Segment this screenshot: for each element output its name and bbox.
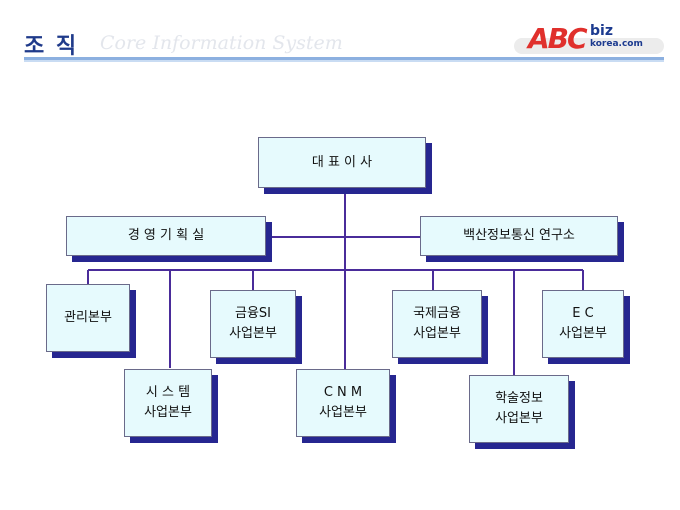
page-subtitle: Core Information System [100, 32, 343, 54]
ceo-box: 대 표 이 사 [258, 137, 426, 188]
cnm-sub-label: 사업본부 [319, 405, 367, 420]
intl-finance-division-box: 국제금융 사업본부 [392, 290, 482, 358]
academic-info-label: 학술정보 [495, 391, 543, 406]
logo-domain-text: korea.com [590, 39, 643, 49]
cnm-label: C N M [323, 385, 363, 400]
logo-shadow [514, 38, 664, 54]
system-division-box: 시 스 템 사업본부 [124, 369, 212, 437]
planning-office-label: 경 영 기 획 실 [127, 228, 205, 243]
ec-label: E C [572, 306, 594, 321]
academic-info-sub-label: 사업본부 [495, 411, 543, 426]
logo-abc-text: ABC [528, 22, 588, 55]
cnm-division-box: C N M 사업본부 [296, 369, 390, 437]
system-sub-label: 사업본부 [144, 405, 192, 420]
ec-sub-label: 사업본부 [559, 326, 607, 341]
intl-finance-label: 국제금융 [413, 306, 461, 321]
system-label: 시 스 템 [145, 385, 191, 400]
research-lab-box: 백산정보통신 연구소 [420, 216, 618, 256]
academic-info-division-box: 학술정보 사업본부 [469, 375, 569, 443]
ec-division-box: E C 사업본부 [542, 290, 624, 358]
admin-division-label: 관리본부 [64, 310, 112, 325]
admin-division-box: 관리본부 [46, 284, 130, 352]
page-title: 조 직 [24, 34, 79, 59]
ceo-label: 대 표 이 사 [311, 154, 373, 170]
logo-biz-text: biz [590, 23, 613, 39]
finance-si-label: 금융SI [234, 306, 271, 321]
finance-si-division-box: 금융SI 사업본부 [210, 290, 296, 358]
abcbiz-logo: ABC biz korea.com [506, 20, 666, 58]
planning-office-box: 경 영 기 획 실 [66, 216, 266, 256]
intl-finance-sub-label: 사업본부 [413, 326, 461, 341]
header-divider-light [24, 60, 664, 62]
finance-si-sub-label: 사업본부 [229, 326, 277, 341]
header-divider [24, 57, 664, 60]
research-lab-label: 백산정보통신 연구소 [463, 228, 575, 243]
